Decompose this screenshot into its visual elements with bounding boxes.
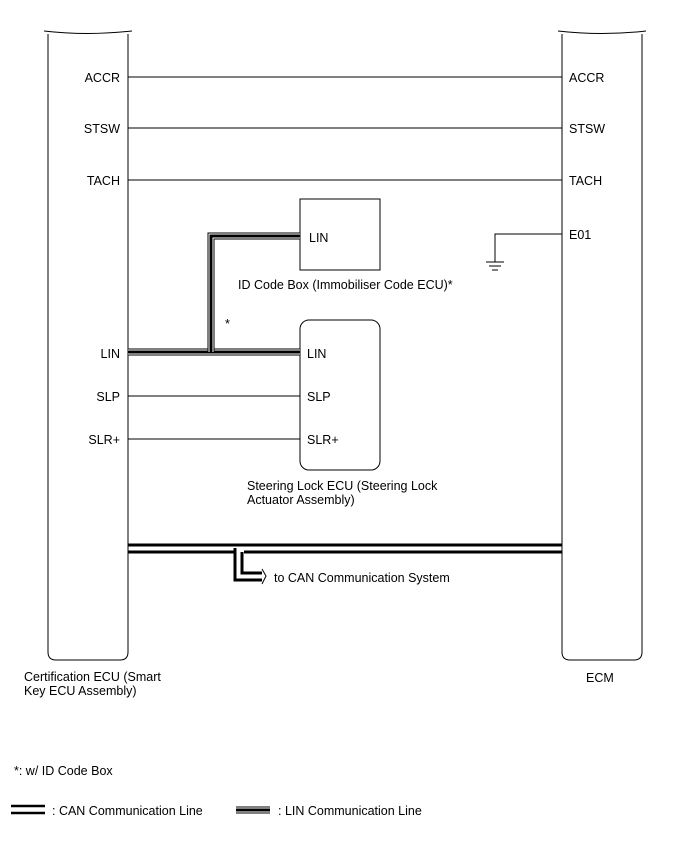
- certification-ecu-top-edge: [43, 30, 133, 34]
- steering-lock-pin-lin: LIN: [307, 347, 326, 361]
- ecm-body: [561, 34, 643, 661]
- cert-pin-stsw: STSW: [84, 122, 120, 136]
- certification-ecu-name-line1: Certification ECU (Smart: [24, 670, 161, 684]
- certification-ecu-name-line2: Key ECU Assembly): [24, 684, 137, 698]
- can-branch-end-icon: [261, 568, 267, 585]
- cert-pin-tach: TACH: [87, 174, 120, 188]
- legend-can-label: : CAN Communication Line: [52, 804, 203, 818]
- lin-line-to-id-code-box: [207, 232, 300, 352]
- ground-icon: [486, 261, 504, 271]
- id-code-box-pin-lin: LIN: [309, 231, 328, 245]
- ecm-pin-tach: TACH: [569, 174, 602, 188]
- steering-lock-name-line2: Actuator Assembly): [247, 493, 355, 507]
- cert-pin-accr: ACCR: [85, 71, 120, 85]
- id-code-box-name: ID Code Box (Immobiliser Code ECU)*: [238, 278, 453, 292]
- ecm-pin-e01: E01: [569, 228, 591, 242]
- footnote: *: w/ ID Code Box: [14, 764, 113, 778]
- ecm-pin-accr: ACCR: [569, 71, 604, 85]
- ecm-top-edge: [557, 30, 647, 34]
- steering-lock-pin-slr-plus: SLR+: [307, 433, 339, 447]
- cert-pin-lin: LIN: [101, 347, 120, 361]
- cert-pin-slr-plus: SLR+: [88, 433, 120, 447]
- steering-lock-name-line1: Steering Lock ECU (Steering Lock: [247, 479, 438, 493]
- steering-lock-ecu-box: [299, 319, 381, 471]
- asterisk-mark: *: [225, 317, 230, 331]
- cert-pin-slp: SLP: [96, 390, 120, 404]
- can-line-branch: [233, 548, 262, 582]
- legend-lin-label: : LIN Communication Line: [278, 804, 422, 818]
- can-destination-label: to CAN Communication System: [274, 571, 450, 585]
- ecm-name: ECM: [586, 671, 614, 685]
- can-line-main: [128, 543, 562, 554]
- ecm-pin-stsw: STSW: [569, 122, 605, 136]
- legend-can-symbol: [11, 804, 45, 815]
- wire-e01-ground: [494, 233, 562, 262]
- certification-ecu-body: [47, 34, 129, 661]
- steering-lock-pin-slp: SLP: [307, 390, 331, 404]
